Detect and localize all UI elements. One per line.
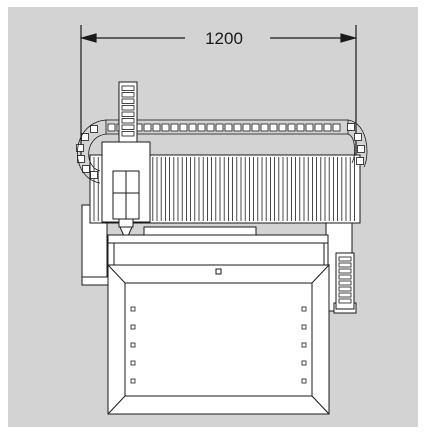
clamp-hole-right — [301, 360, 307, 366]
dimension-arrow-right — [340, 33, 358, 43]
side-chain-link — [338, 298, 352, 304]
chain-curve-left-inner — [88, 133, 107, 172]
side-chain-link — [338, 280, 352, 286]
chain-link — [305, 123, 314, 132]
chain-link — [143, 123, 152, 132]
clamp-hole-left — [130, 306, 136, 312]
side-chain-link — [338, 256, 352, 262]
chain-link — [224, 123, 233, 132]
chain-link — [260, 123, 269, 132]
chain-link — [90, 125, 98, 133]
dimension-line — [79, 25, 358, 155]
chain-link — [356, 157, 364, 165]
chain-link — [323, 123, 332, 132]
chain-link — [90, 171, 98, 179]
clamp-hole-right — [301, 378, 307, 384]
chain-link — [215, 123, 224, 132]
chain-link — [357, 145, 365, 153]
vertical-chain-link — [121, 92, 135, 98]
bevel-corner-bl — [107, 395, 126, 415]
chain-link — [152, 123, 161, 132]
work-table-inner — [124, 282, 313, 397]
clamp-hole-left — [130, 324, 136, 330]
vertical-cable-chain — [118, 81, 138, 145]
drawing-panel: 1200 — [8, 7, 418, 427]
chain-link — [354, 133, 362, 141]
chain-link — [170, 123, 179, 132]
chain-link — [188, 123, 197, 132]
chain-link — [278, 123, 287, 132]
side-chain-link — [338, 268, 352, 274]
clamp-hole-right — [301, 306, 307, 312]
chain-link — [251, 123, 260, 132]
vertical-chain-link — [121, 131, 135, 137]
clamp-hole-right — [301, 324, 307, 330]
chain-link — [76, 144, 84, 152]
chain-link — [347, 123, 355, 131]
chain-link — [197, 123, 206, 132]
chain-link — [82, 165, 90, 173]
dimension-arrow-left — [79, 33, 97, 43]
chain-link — [296, 123, 305, 132]
vertical-chain-link — [121, 105, 135, 111]
chain-link — [314, 123, 323, 132]
cnc-machine-drawing: 1200 — [8, 7, 418, 427]
clamp-hole-left — [130, 342, 136, 348]
side-chain-link — [338, 286, 352, 292]
vertical-chain-link — [121, 111, 135, 117]
chain-link — [233, 123, 242, 132]
chain-link — [161, 123, 170, 132]
spindle-nose — [118, 218, 134, 228]
chain-curve-right-inner — [347, 133, 356, 164]
side-chain-link — [338, 292, 352, 298]
clamp-hole-left — [130, 360, 136, 366]
side-chain-link — [338, 262, 352, 268]
bevel-corner-br — [311, 395, 330, 415]
cable-chain — [76, 119, 368, 184]
chain-link — [269, 123, 278, 132]
vertical-chain-link — [121, 124, 135, 130]
chain-link — [179, 123, 188, 132]
chain-link — [206, 123, 215, 132]
chain-curve-right-outer — [347, 119, 368, 168]
vertical-chain-link — [121, 118, 135, 124]
chain-link — [287, 123, 296, 132]
dimension-label: 1200 — [205, 29, 243, 48]
chain-link — [332, 123, 341, 132]
chain-link — [242, 123, 251, 132]
side-chain-link — [338, 274, 352, 280]
clamp-hole-right — [301, 342, 307, 348]
clamp-hole-left — [130, 378, 136, 384]
chain-link — [107, 123, 116, 132]
chain-link — [81, 133, 89, 141]
chain-curve-left-outer — [77, 119, 107, 184]
clamp-holes — [130, 306, 307, 384]
vertical-chain-link — [121, 98, 135, 104]
vertical-chain-link — [121, 85, 135, 91]
table-center-marker — [215, 268, 222, 275]
side-cable-chain — [335, 252, 355, 310]
